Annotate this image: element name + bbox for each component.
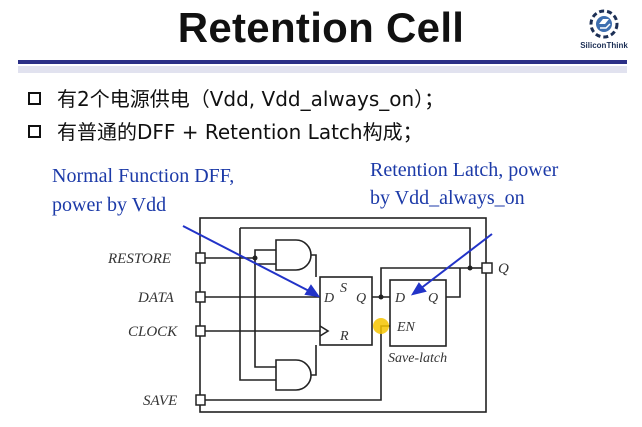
checkbox-bullet-icon [28, 92, 41, 105]
dff-s-pin-label: S [340, 281, 347, 296]
and-gate-bottom [275, 359, 312, 391]
bullet-text: 有普通的DFF + Retention Latch构成； [57, 120, 423, 144]
gear-logo-icon [589, 9, 619, 39]
clock-pin [195, 325, 206, 337]
and-bottom-out-wire [311, 345, 317, 376]
output-q-pin [481, 262, 493, 274]
latch-arrow-head-icon [410, 282, 427, 296]
data-pin [195, 291, 206, 303]
data-label: DATA [137, 290, 175, 306]
dff-arrow-head-icon [304, 284, 321, 298]
and-bottom-input1 [239, 228, 276, 381]
cell-boundary [199, 217, 487, 413]
clock-label: CLOCK [128, 324, 178, 340]
and-bottom-input2 [254, 264, 276, 368]
latch-q-pin-label: Q [428, 291, 438, 306]
output-q-label: Q [498, 261, 509, 277]
bullet-item: 有2个电源供电（Vdd, Vdd_always_on）； [28, 86, 444, 112]
save-latch-label: Save-latch [388, 351, 447, 366]
dff-q-pin-label: Q [356, 291, 366, 306]
dff-annotation-line1: Normal Function DFF, [52, 165, 235, 187]
dff-d-pin-label: D [323, 291, 334, 306]
dff-clock-triangle-icon [319, 325, 330, 337]
silicon-think-logo: SiliconThink [573, 8, 635, 56]
title-rule-shadow [18, 66, 627, 73]
dff-annotation-line2: power by Vdd [52, 194, 167, 216]
dff-box [319, 276, 373, 346]
and-top-input2 [254, 258, 276, 265]
logo-text: SiliconThink [580, 41, 628, 50]
and-top-out-wire [311, 254, 317, 277]
cursor-highlight-icon [373, 318, 389, 334]
save-pin [195, 394, 206, 406]
restore-label: RESTORE [107, 251, 171, 267]
bullet-text: 有2个电源供电（Vdd, Vdd_always_on）； [57, 87, 445, 111]
checkbox-bullet-icon [28, 125, 41, 138]
latch-annotation-line2: by Vdd_always_on [370, 187, 525, 209]
latch-annotation-arrow [419, 233, 493, 290]
title-rule [18, 60, 627, 64]
restore-wire [204, 249, 276, 259]
and-gate-top [275, 239, 312, 271]
latch-annotation-line1: Retention Latch, power [370, 159, 559, 181]
latch-en-pin-label: EN [396, 320, 416, 335]
dff-r-pin-label: R [339, 329, 349, 344]
save-label: SAVE [143, 393, 177, 409]
dff-annotation-arrow [182, 225, 312, 293]
restore-pin [195, 252, 206, 264]
latch-q-wire [446, 268, 461, 298]
slide-title: Retention Cell [177, 4, 465, 51]
bullet-item: 有普通的DFF + Retention Latch构成； [28, 119, 423, 145]
latch-d-pin-label: D [394, 291, 405, 306]
